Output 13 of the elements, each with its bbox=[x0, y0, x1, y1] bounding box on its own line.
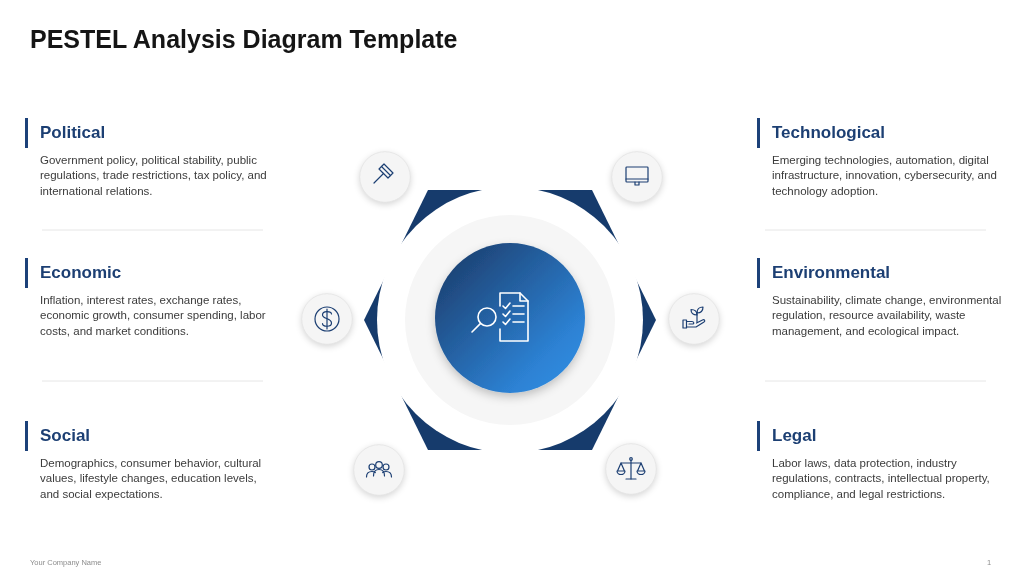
category-heading: Economic bbox=[40, 262, 122, 284]
category-heading: Social bbox=[40, 425, 91, 447]
category-heading: Technological bbox=[772, 122, 886, 144]
category-description: Inflation, interest rates, exchange rates, economic growth, consumer spending, labor costs, and market conditions. bbox=[40, 293, 267, 339]
category-description: Demographics, consumer behavior, cultural values, lifestyle changes, education levels, and social expectations. bbox=[40, 456, 263, 502]
category-description: Emerging technologies, automation, digital infrastructure, innovation, cybersecurity, and technology adoption. bbox=[772, 153, 998, 199]
category-heading: Environmental bbox=[772, 262, 891, 284]
title: PESTEL Analysis Diagram Template bbox=[30, 25, 458, 54]
category-description: Government policy, political stability, public regulations, trade restrictions, tax policy, and international relations. bbox=[40, 153, 268, 199]
category-heading: Political bbox=[40, 122, 106, 144]
category-description: Sustainability, climate change, environmental regulation, resource availability, waste management, and ecological impact. bbox=[772, 293, 1003, 339]
category-description: Labor laws, data protection, industry regulations, contracts, intellectual property, compliance, and legal restrictions. bbox=[772, 456, 991, 502]
category-heading: Legal bbox=[772, 425, 817, 447]
